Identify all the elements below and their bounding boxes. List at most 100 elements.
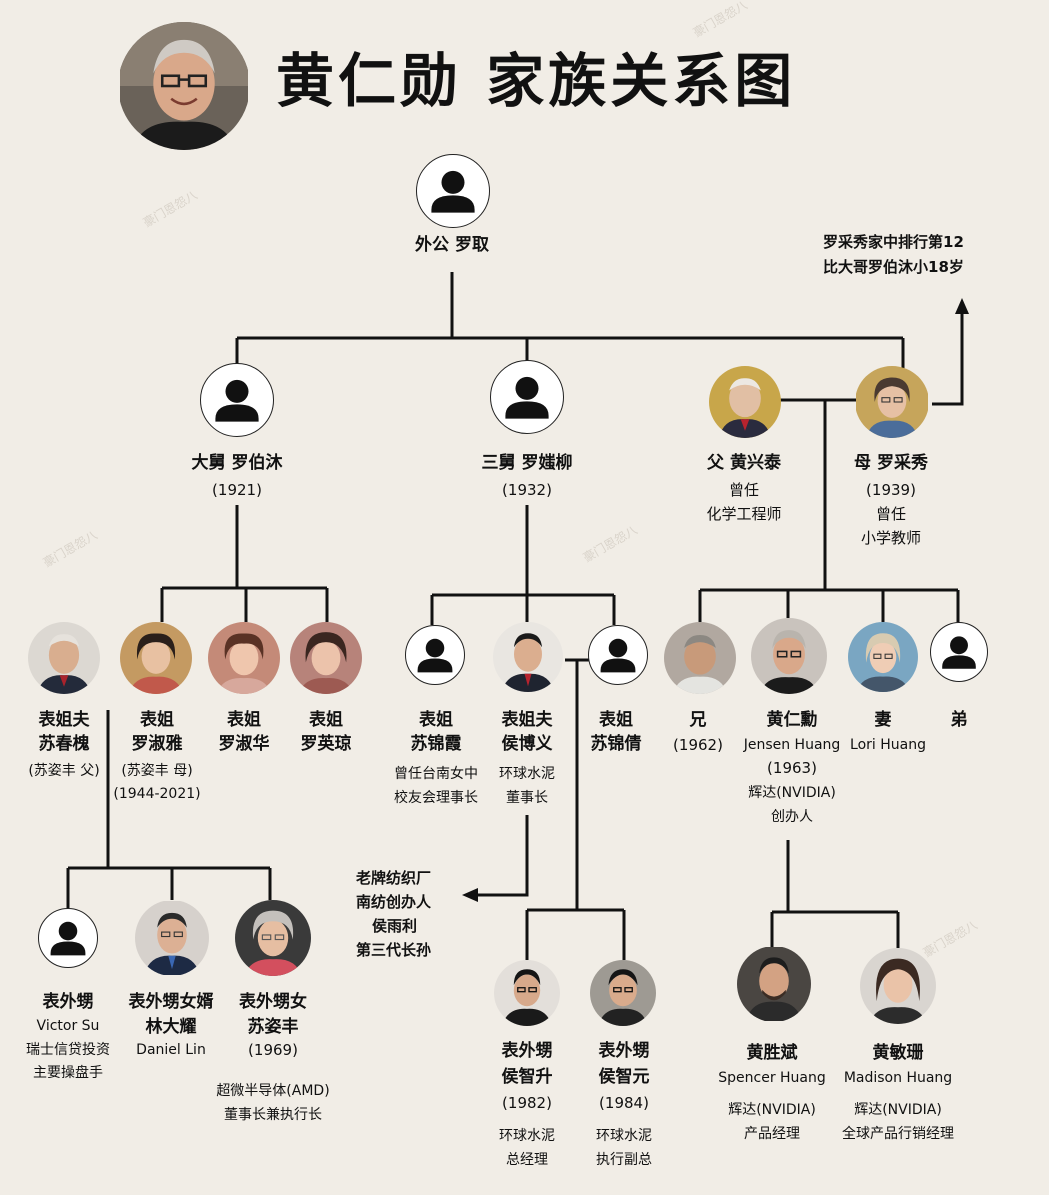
mother-year: (1939) bbox=[866, 481, 916, 499]
mother-note-line2: 比大哥罗伯沐小18岁 bbox=[823, 258, 964, 276]
hou-zhisheng-rel: 表外甥 bbox=[501, 1041, 553, 1061]
victor-desc2: 主要操盘手 bbox=[33, 1065, 103, 1081]
elder-brother-year: (1962) bbox=[673, 736, 723, 754]
su-jinxia-desc2: 校友会理事长 bbox=[394, 790, 478, 806]
person-icon bbox=[600, 638, 636, 673]
jensen-desc1: 辉达(NVIDIA) bbox=[748, 785, 836, 801]
madison-name: 黄敏珊 bbox=[872, 1043, 924, 1063]
su-jinxia-name: 苏锦霞 bbox=[410, 734, 462, 754]
uncle3-avatar bbox=[490, 360, 564, 434]
spencer-desc2: 产品经理 bbox=[744, 1126, 800, 1142]
mother-note-line1: 罗采秀家中排行第12 bbox=[823, 233, 964, 251]
spencer-en: Spencer Huang bbox=[718, 1070, 826, 1086]
hou-boyi-desc2: 董事长 bbox=[506, 790, 548, 806]
wife-photo bbox=[848, 622, 918, 692]
hou-zhiyuan-desc2: 执行副总 bbox=[596, 1152, 652, 1168]
hou-boyi-desc1: 环球水泥 bbox=[499, 766, 555, 782]
hou-zhisheng-name: 侯智升 bbox=[501, 1067, 553, 1087]
luo-shuya-note: (苏姿丰 母) bbox=[121, 763, 193, 779]
su-jinqian-avatar bbox=[588, 625, 648, 685]
uncle1-avatar bbox=[200, 363, 274, 437]
mother-desc1: 曾任 bbox=[875, 505, 907, 523]
su-chunhuai-name: 苏春槐 bbox=[38, 734, 90, 754]
madison-photo bbox=[860, 948, 936, 1024]
mother-name: 母 罗采秀 bbox=[854, 453, 928, 473]
uncle3-name: 三舅 罗媸柳 bbox=[481, 453, 573, 473]
hou-zhiyuan-year: (1984) bbox=[599, 1094, 649, 1112]
jensen-year: (1963) bbox=[767, 759, 817, 777]
hou-note-line2: 南纺创办人 bbox=[356, 893, 432, 911]
mother-photo bbox=[855, 366, 929, 438]
younger-brother-rel: 弟 bbox=[950, 710, 968, 730]
mother-desc2: 小学教师 bbox=[860, 529, 922, 547]
uncle1-name: 大舅 罗伯沐 bbox=[191, 453, 283, 473]
luo-shuhua-rel: 表姐 bbox=[227, 710, 261, 730]
daniel-en: Daniel Lin bbox=[136, 1042, 206, 1058]
jensen-photo bbox=[751, 618, 827, 694]
uncle3-year: (1932) bbox=[502, 481, 552, 499]
luo-shuhua-photo bbox=[208, 622, 280, 694]
person-icon bbox=[50, 921, 86, 956]
wife-en: Lori Huang bbox=[850, 737, 926, 753]
luo-shuya-years: (1944-2021) bbox=[113, 786, 201, 802]
person-icon bbox=[942, 636, 976, 669]
luo-shuya-name: 罗淑雅 bbox=[131, 734, 183, 754]
victor-rel: 表外甥 bbox=[42, 992, 94, 1012]
daniel-rel: 表外甥女婿 bbox=[128, 992, 214, 1012]
spencer-name: 黄胜斌 bbox=[746, 1043, 798, 1063]
victor-avatar bbox=[38, 908, 98, 968]
lisa-su-photo bbox=[235, 900, 311, 976]
victor-desc1: 瑞士信贷投资 bbox=[26, 1042, 110, 1058]
jensen-name: 黄仁勳 bbox=[766, 710, 818, 730]
jensen-en: Jensen Huang bbox=[743, 737, 841, 753]
hou-boyi-photo bbox=[493, 622, 563, 692]
person-icon bbox=[505, 376, 549, 419]
page-title: 黄仁勋 家族关系图 bbox=[276, 47, 797, 115]
hou-zhisheng-photo bbox=[494, 960, 560, 1026]
spencer-desc1: 辉达(NVIDIA) bbox=[728, 1102, 816, 1118]
lisa-su-year: (1969) bbox=[248, 1041, 298, 1059]
hou-zhiyuan-desc1: 环球水泥 bbox=[596, 1128, 652, 1144]
daniel-name: 林大耀 bbox=[145, 1017, 197, 1037]
luo-yingqiong-rel: 表姐 bbox=[309, 710, 343, 730]
madison-en: Madison Huang bbox=[843, 1070, 953, 1086]
elder-brother-photo bbox=[664, 622, 736, 694]
elder-brother-rel: 兄 bbox=[689, 710, 707, 730]
luo-shuya-photo bbox=[120, 622, 192, 694]
grandfather-avatar bbox=[416, 154, 490, 228]
jensen-desc2: 创办人 bbox=[771, 809, 813, 825]
person-icon bbox=[417, 638, 453, 673]
hou-zhisheng-desc1: 环球水泥 bbox=[499, 1128, 555, 1144]
lisa-su-desc1: 超微半导体(AMD) bbox=[216, 1083, 330, 1099]
grandfather-name: 外公 罗取 bbox=[415, 235, 489, 255]
hou-boyi-name: 侯博义 bbox=[501, 734, 553, 754]
luo-yingqiong-photo bbox=[290, 622, 362, 694]
su-jinxia-rel: 表姐 bbox=[419, 710, 453, 730]
person-icon bbox=[431, 170, 475, 213]
lisa-su-name: 苏姿丰 bbox=[247, 1017, 299, 1037]
person-icon bbox=[215, 379, 259, 422]
su-jinxia-desc1: 曾任台南女中 bbox=[394, 766, 478, 782]
father-desc2: 化学工程师 bbox=[706, 505, 782, 523]
father-name: 父 黄兴泰 bbox=[707, 453, 781, 473]
lisa-su-desc2: 董事长兼执行长 bbox=[224, 1107, 322, 1123]
jensen-huang-portrait bbox=[118, 22, 250, 150]
su-jinqian-name: 苏锦倩 bbox=[590, 734, 642, 754]
madison-desc1: 辉达(NVIDIA) bbox=[854, 1102, 942, 1118]
madison-desc2: 全球产品行销经理 bbox=[842, 1126, 954, 1142]
victor-en: Victor Su bbox=[36, 1018, 100, 1034]
luo-yingqiong-name: 罗英琼 bbox=[300, 734, 352, 754]
hou-boyi-rel: 表姐夫 bbox=[501, 710, 553, 730]
hou-zhiyuan-name: 侯智元 bbox=[598, 1067, 650, 1087]
hou-zhisheng-desc2: 总经理 bbox=[506, 1152, 548, 1168]
su-jinxia-avatar bbox=[405, 625, 465, 685]
wife-rel: 妻 bbox=[874, 710, 892, 730]
spencer-photo bbox=[737, 946, 811, 1022]
father-photo bbox=[709, 366, 781, 438]
su-jinqian-rel: 表姐 bbox=[599, 710, 633, 730]
hou-zhiyuan-rel: 表外甥 bbox=[598, 1041, 650, 1061]
luo-shuya-rel: 表姐 bbox=[140, 710, 174, 730]
hou-note-line1: 老牌纺织厂 bbox=[356, 869, 432, 887]
father-desc1: 曾任 bbox=[728, 481, 760, 499]
